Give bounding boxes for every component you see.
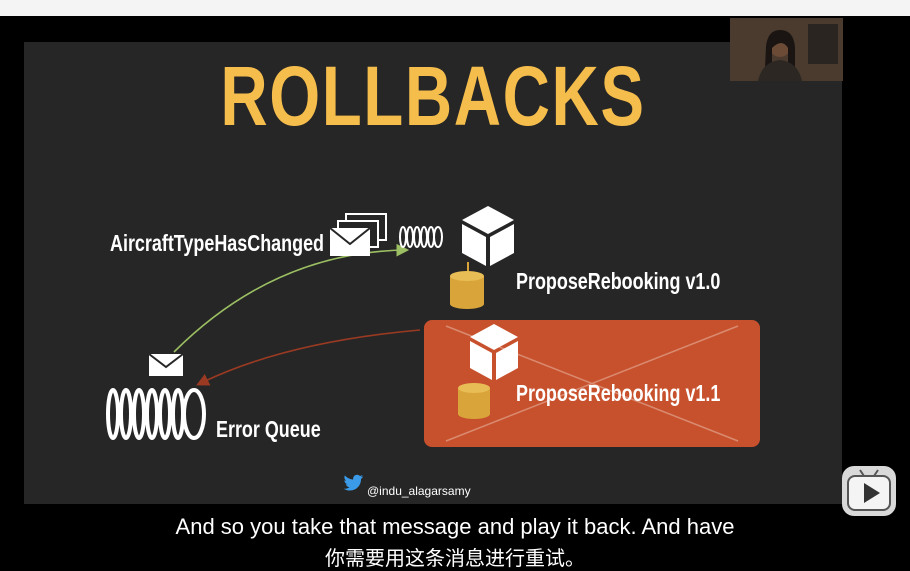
database-icon xyxy=(450,262,484,309)
twitter-icon xyxy=(344,474,363,491)
envelope-icon xyxy=(148,353,184,376)
queue-icon xyxy=(399,226,443,248)
error-queue-label: Error Queue xyxy=(216,416,321,442)
browser-top-strip xyxy=(0,0,910,16)
twitter-handle: @indu_alagarsamy xyxy=(367,484,471,498)
error-queue-icon xyxy=(106,388,206,440)
error-arrow xyxy=(196,329,421,386)
slide-title: ROLLBACKS xyxy=(220,49,646,143)
aircraft-event-label: AircraftTypeHasChanged xyxy=(110,230,325,256)
speaker-avatar xyxy=(730,18,843,81)
database-icon xyxy=(458,383,490,419)
play-icon xyxy=(847,469,891,511)
message-stack-icon xyxy=(329,213,387,256)
play-button[interactable] xyxy=(842,466,896,516)
subtitle-chinese: 你需要用这条消息进行重试。 xyxy=(325,548,585,570)
presentation-slide: ROLLBACKS xyxy=(24,42,842,504)
service-v10-label: ProposeRebooking v1.0 xyxy=(516,268,721,294)
subtitle-english: And so you take that message and play it… xyxy=(175,514,735,539)
flow-arrows xyxy=(173,243,421,386)
service-cube-icon xyxy=(462,206,514,266)
speaker-webcam xyxy=(730,18,843,81)
service-v11-label: ProposeRebooking v1.1 xyxy=(516,380,721,406)
replay-arrow xyxy=(173,243,410,353)
service-cube-icon xyxy=(470,324,518,380)
